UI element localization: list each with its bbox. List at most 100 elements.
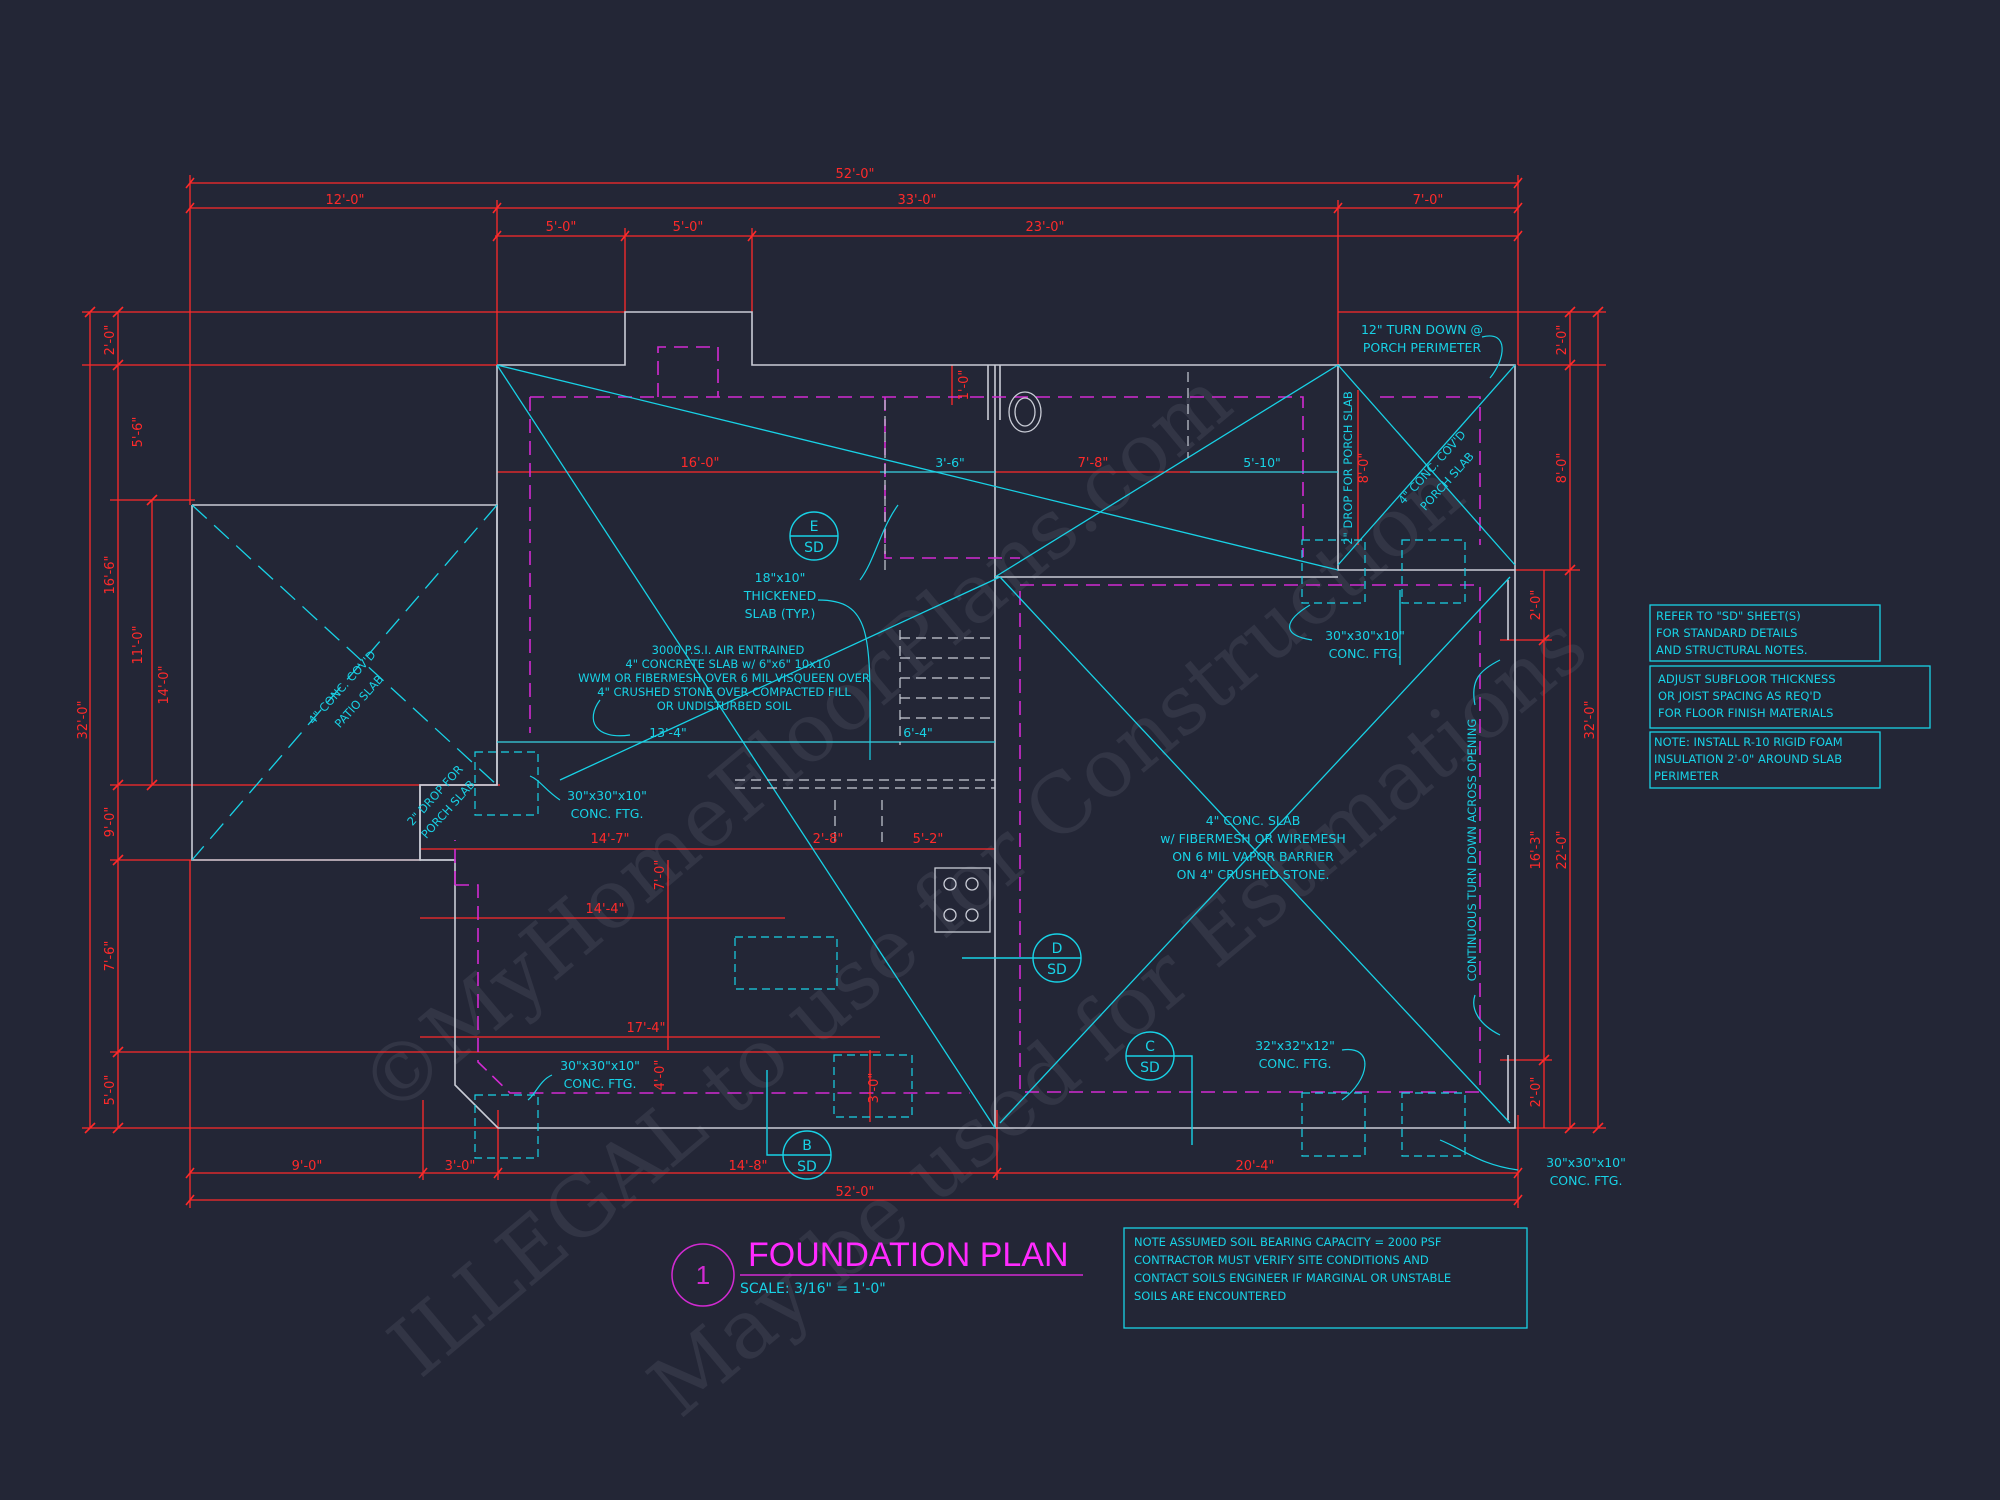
dim-left-5-6: 5'-6" bbox=[131, 417, 146, 448]
interior-cyan-dims bbox=[497, 471, 1401, 743]
cyan-dimension-text: 3'-6" 5'-10" 13'-4" 6'-4" bbox=[649, 455, 1281, 740]
dim-right-22: 22'-0" bbox=[1555, 830, 1570, 869]
dim-top-33: 33'-0" bbox=[897, 193, 936, 208]
section-tag-labels: E SD D SD C SD B SD bbox=[797, 519, 1160, 1175]
dim-bottom-20-4: 20'-4" bbox=[1235, 1159, 1274, 1174]
note-adjust-1: ADJUST SUBFLOOR THICKNESS bbox=[1658, 672, 1836, 686]
stair-lines bbox=[735, 372, 1189, 842]
dim-inner-1-0: 1'-0" bbox=[957, 370, 972, 401]
note-ftg-30a-1: 30"x30"x10" bbox=[567, 788, 647, 803]
note-insulation-1: NOTE: INSTALL R-10 RIGID FOAM bbox=[1654, 735, 1843, 749]
note-soil-3: CONTACT SOILS ENGINEER IF MARGINAL OR UN… bbox=[1134, 1271, 1451, 1285]
dim-right-2: 2'-0" bbox=[1555, 325, 1570, 356]
note-ftg-32-1: 32"x32"x12" bbox=[1255, 1038, 1335, 1053]
note-refer-3: AND STRUCTURAL NOTES. bbox=[1656, 643, 1808, 657]
dim-left-9: 9'-0" bbox=[103, 807, 118, 838]
dimension-ticks bbox=[84, 177, 1604, 1206]
dim-inner-5-10: 5'-10" bbox=[1243, 455, 1281, 470]
dim-bottom-9: 9'-0" bbox=[292, 1159, 323, 1174]
note-slab-spec-1: 3000 P.S.I. AIR ENTRAINED bbox=[652, 643, 805, 657]
note-ftg-30d-2: CONC. FTG. bbox=[1550, 1173, 1623, 1188]
section-tag-d bbox=[962, 933, 1082, 983]
note-soil-1: NOTE ASSUMED SOIL BEARING CAPACITY = 200… bbox=[1134, 1235, 1442, 1249]
plan-scale: SCALE: 3/16" = 1'-0" bbox=[740, 1281, 886, 1297]
note-ftg-30c-1: 30"x30"x10" bbox=[1325, 628, 1405, 643]
note-turn-down-2: PORCH PERIMETER bbox=[1363, 340, 1482, 355]
soil-note: NOTE ASSUMED SOIL BEARING CAPACITY = 200… bbox=[1123, 1227, 1528, 1329]
note-garage-slab-1: 4" CONC. SLAB bbox=[1206, 813, 1301, 828]
note-drop-right: 2" DROP FOR PORCH SLAB bbox=[1341, 391, 1355, 545]
title-number: 1 bbox=[696, 1260, 710, 1290]
mechanical-symbol bbox=[934, 391, 1042, 933]
dim-inner-16: 16'-0" bbox=[680, 456, 719, 471]
note-slab-spec-2: 4" CONCRETE SLAB w/ 6"x6" 10x10 bbox=[625, 657, 830, 671]
note-adjust-3: FOR FLOOR FINISH MATERIALS bbox=[1658, 706, 1833, 720]
note-thickened-2: THICKENED bbox=[743, 588, 816, 603]
dim-right-32: 32'-0" bbox=[1583, 700, 1598, 739]
slab-diagonals bbox=[496, 364, 1516, 1129]
note-continuous-turn-down: CONTINUOUS TURN DOWN ACROSS OPENING bbox=[1465, 719, 1479, 982]
note-slab-spec-3: WWM OR FIBERMESH OVER 6 MIL VISQUEEN OVE… bbox=[578, 671, 870, 685]
dim-overall-top: 52'-0" bbox=[835, 167, 874, 182]
soil-note-box bbox=[1123, 1227, 1528, 1329]
note-refer-2: FOR STANDARD DETAILS bbox=[1656, 626, 1797, 640]
dim-bottom-14-8: 14'-8" bbox=[728, 1159, 767, 1174]
adjust-note-box bbox=[1649, 665, 1931, 729]
note-ftg-30a-2: CONC. FTG. bbox=[571, 806, 644, 821]
dim-top-5b: 5'-0" bbox=[673, 220, 704, 235]
dim-right-8: 8'-0" bbox=[1555, 453, 1570, 484]
note-garage-slab-2: w/ FIBERMESH OR WIREMESH bbox=[1160, 831, 1346, 846]
dim-left-16-6: 16'-6" bbox=[103, 555, 118, 594]
section-tag-b-sheet: SD bbox=[797, 1159, 817, 1175]
dim-inner-14-7: 14'-7" bbox=[590, 832, 629, 847]
dim-inner-14-4: 14'-4" bbox=[585, 902, 624, 917]
note-garage-slab-4: ON 4" CRUSHED STONE. bbox=[1177, 867, 1330, 882]
pad-footings bbox=[474, 539, 1466, 1159]
dim-inner-6-4: 6'-4" bbox=[903, 725, 933, 740]
section-tags bbox=[766, 511, 1193, 1180]
section-tag-e bbox=[789, 511, 839, 561]
note-ftg-30b-1: 30"x30"x10" bbox=[560, 1058, 640, 1073]
dim-inner-7-8: 7'-8" bbox=[1078, 456, 1109, 471]
dimension-text: 52'-0" 12'-0" 33'-0" 7'-0" 5'-0" 5'-0" 2… bbox=[76, 167, 1598, 1200]
dim-left-14: 14'-0" bbox=[157, 665, 172, 704]
note-soil-2: CONTRACTOR MUST VERIFY SITE CONDITIONS A… bbox=[1134, 1253, 1429, 1267]
note-garage-slab-3: ON 6 MIL VAPOR BARRIER bbox=[1172, 849, 1334, 864]
title-number-circle bbox=[671, 1243, 735, 1307]
dim-bottom-3: 3'-0" bbox=[445, 1159, 476, 1174]
section-tag-c bbox=[1125, 1031, 1193, 1145]
section-tag-d-sheet: SD bbox=[1047, 962, 1067, 978]
note-slab-spec-4: 4" CRUSHED STONE OVER COMPACTED FILL bbox=[597, 685, 851, 699]
note-insulation-2: INSULATION 2'-0" AROUND SLAB bbox=[1654, 752, 1842, 766]
note-soil-4: SOILS ARE ENCOUNTERED bbox=[1134, 1289, 1286, 1303]
note-ftg-30d-1: 30"x30"x10" bbox=[1546, 1155, 1626, 1170]
section-tag-c-letter: C bbox=[1145, 1039, 1155, 1055]
dim-inner-3-0: 3'-0" bbox=[867, 1073, 882, 1104]
dim-left-2: 2'-0" bbox=[103, 325, 118, 356]
note-ftg-30c-2: CONC. FTG. bbox=[1329, 646, 1402, 661]
dim-top-7: 7'-0" bbox=[1413, 193, 1444, 208]
dim-top-12: 12'-0" bbox=[325, 193, 364, 208]
note-refer-1: REFER TO "SD" SHEET(S) bbox=[1656, 609, 1801, 623]
dim-inner-4-0: 4'-0" bbox=[653, 1060, 668, 1091]
section-tag-e-sheet: SD bbox=[804, 540, 824, 556]
plan-title: FOUNDATION PLAN bbox=[748, 1236, 1069, 1274]
dim-inner-2-8: 2'-8" bbox=[813, 832, 844, 847]
footing-lines bbox=[454, 346, 1481, 1094]
note-adjust-2: OR JOIST SPACING AS REQ'D bbox=[1658, 689, 1822, 703]
note-ftg-32-2: CONC. FTG. bbox=[1259, 1056, 1332, 1071]
right-note-boxes: REFER TO "SD" SHEET(S) FOR STANDARD DETA… bbox=[1649, 604, 1931, 789]
dim-left-32: 32'-0" bbox=[76, 700, 91, 739]
note-thickened-3: SLAB (TYP.) bbox=[745, 606, 816, 621]
dim-right-2-0a: 2'-0" bbox=[1529, 590, 1544, 621]
dim-left-11: 11'-0" bbox=[131, 625, 146, 664]
section-tag-e-letter: E bbox=[810, 519, 819, 535]
dim-left-5: 5'-0" bbox=[103, 1075, 118, 1106]
section-tag-c-sheet: SD bbox=[1140, 1060, 1160, 1076]
dim-inner-13-4: 13'-4" bbox=[649, 725, 687, 740]
insulation-note-box bbox=[1649, 731, 1881, 789]
dim-inner-8-0: 8'-0" bbox=[1357, 453, 1372, 484]
dim-top-5a: 5'-0" bbox=[546, 220, 577, 235]
dim-inner-3-6: 3'-6" bbox=[935, 455, 965, 470]
